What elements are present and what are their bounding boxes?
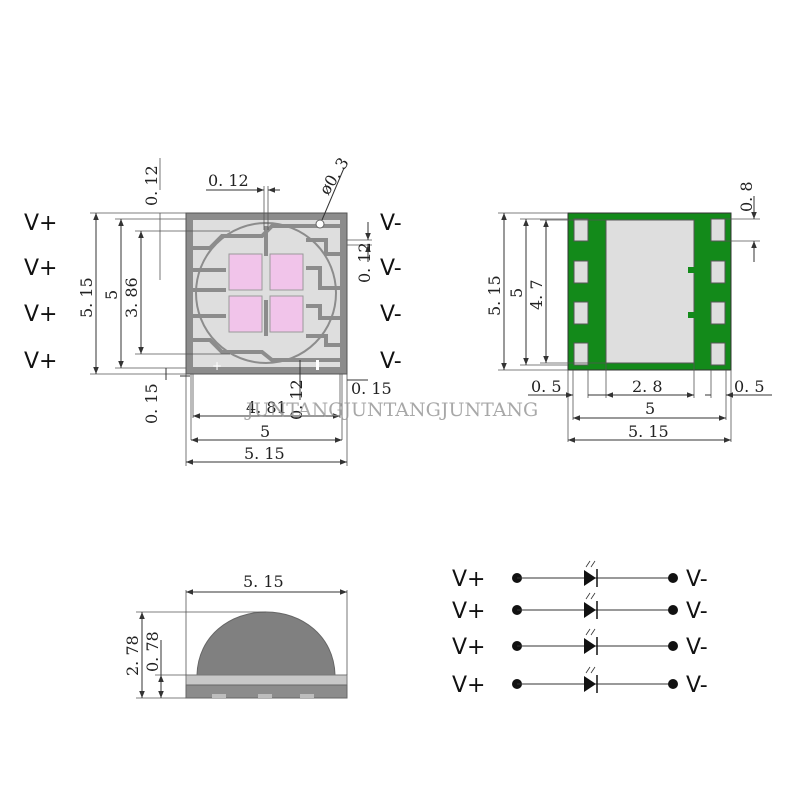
dim-label: 3. 86 — [122, 277, 141, 318]
led-die — [269, 253, 304, 291]
schematic-left-label: V+ — [452, 673, 485, 698]
top-view-left-pins: V+ V+ V+ V+ — [24, 211, 57, 374]
dim-label: 4. 7 — [527, 279, 546, 310]
pin-label: V- — [380, 256, 402, 281]
schematic-left-label: V+ — [452, 635, 485, 660]
substrate — [185, 674, 348, 686]
dim-label: 0. 12 — [142, 165, 161, 206]
dim-label: 5. 15 — [628, 422, 669, 441]
dome-lens — [196, 611, 336, 676]
dim-label: 0. 5 — [734, 377, 765, 396]
pin-label: V+ — [24, 211, 57, 236]
dim-label: 0. 8 — [737, 181, 756, 212]
terminal-dot — [668, 605, 678, 615]
pin-label: V- — [380, 349, 402, 374]
terminal-dot — [668, 641, 678, 651]
pin-label: V- — [380, 302, 402, 327]
led-dies — [228, 253, 304, 333]
dim-label: 0. 12 — [355, 242, 374, 283]
pin-label: V+ — [24, 302, 57, 327]
dim-label: 5 — [102, 290, 121, 300]
pin-label: V+ — [24, 256, 57, 281]
watermark: JUNTANGJUNTANGJUNTANG — [244, 399, 538, 421]
diode-icon — [584, 676, 596, 692]
schematic: V+ V- V+ V- V+ V- — [452, 560, 708, 698]
side-view-dimensions — [136, 589, 348, 699]
terminal-dot — [668, 679, 678, 689]
schematic-left-label: V+ — [452, 599, 485, 624]
dim-label: 2. 78 — [123, 635, 142, 676]
top-view-right-pins: V- V- V- V- — [380, 211, 402, 374]
terminal-dot — [668, 573, 678, 583]
diode-icon — [584, 570, 596, 586]
dim-label: 5 — [645, 399, 655, 418]
bottom-pads-left — [573, 218, 589, 366]
pad-notch — [688, 312, 696, 318]
dim-label: 0. 15 — [142, 383, 161, 424]
led-die — [228, 253, 263, 291]
schematic-left-label: V+ — [452, 567, 485, 592]
led-die — [269, 295, 304, 333]
led-die — [228, 295, 263, 333]
schematic-right-label: V- — [686, 567, 708, 592]
schematic-right-label: V- — [686, 635, 708, 660]
dim-label: 0. 78 — [143, 631, 162, 672]
minus-mark — [316, 360, 319, 370]
top-view-dimension-labels: 0. 12 0. 12 ø0. 3 0. 12 5. 15 5 3. 86 0.… — [77, 154, 392, 463]
dim-label: 5 — [507, 288, 526, 298]
pad-notch — [688, 267, 696, 273]
bottom-pads-right — [710, 218, 726, 366]
dim-label: 5 — [260, 422, 270, 441]
dim-label: 2. 8 — [632, 377, 663, 396]
dim-label: 5. 15 — [243, 572, 284, 591]
bottom-view-dimensions — [498, 196, 772, 443]
dim-label: 0. 5 — [531, 377, 562, 396]
dim-label: ø0. 3 — [315, 154, 352, 198]
base-pads — [212, 694, 314, 698]
schematic-row: V+ V- — [452, 560, 708, 592]
dim-label: 0. 12 — [208, 171, 249, 190]
side-view-dimension-labels: 5. 15 2. 78 0. 78 — [123, 572, 284, 676]
diode-icon — [584, 602, 596, 618]
dim-label: 0. 12 — [287, 379, 306, 420]
thermal-pad — [605, 219, 695, 364]
dim-label: 0. 15 — [351, 379, 392, 398]
diode-icon — [584, 638, 596, 654]
bottom-view-dimension-labels: 0. 8 5. 15 5 4. 7 0. 5 2. 8 0. 5 5 5. 15 — [485, 181, 765, 441]
schematic-right-label: V- — [686, 599, 708, 624]
dim-label: 5. 15 — [485, 275, 504, 316]
top-view: + — [185, 212, 348, 375]
pin-label: V+ — [24, 349, 57, 374]
trace-lines — [193, 224, 340, 362]
schematic-row: V+ V- — [452, 666, 708, 698]
polarity-hole — [315, 219, 325, 229]
plus-mark: + — [212, 359, 222, 373]
dim-label: 4. 81 — [246, 398, 287, 417]
dim-label: 5. 15 — [244, 444, 285, 463]
top-view-dimensions — [90, 158, 372, 466]
bottom-view — [567, 212, 732, 371]
side-view — [185, 611, 348, 699]
pin-label: V- — [380, 211, 402, 236]
schematic-row: V+ V- — [452, 592, 708, 624]
schematic-row: V+ V- — [452, 628, 708, 660]
dim-label: 5. 15 — [77, 277, 96, 318]
schematic-right-label: V- — [686, 673, 708, 698]
